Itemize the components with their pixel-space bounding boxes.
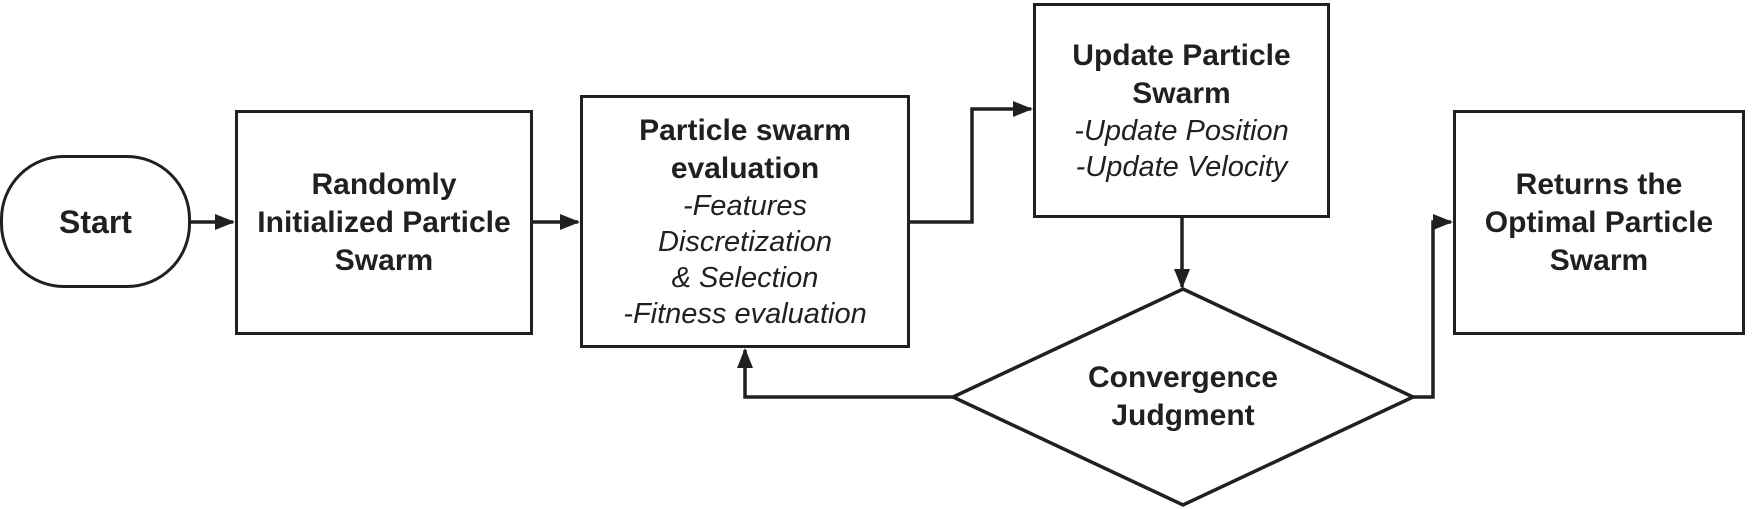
node-title-line: Swarm (1549, 243, 1649, 277)
node-detail-line: -Update Position (1074, 114, 1289, 147)
start-label: Start (59, 203, 132, 240)
node-update-particle-swarm: Update Particle Swarm -Update Position -… (1033, 3, 1330, 218)
decision-diamond-shape (948, 287, 1418, 507)
node-particle-swarm-evaluation: Particle swarm evaluation -Features Disc… (580, 95, 910, 348)
node-title-line: Optimal Particle (1484, 205, 1714, 239)
node-title-line: Returns the (1515, 167, 1683, 201)
node-detail-line: & Selection (671, 261, 819, 294)
node-start: Start (0, 155, 191, 288)
node-detail-line: -Fitness evaluation (623, 297, 867, 330)
node-detail-line: -Update Velocity (1075, 150, 1288, 183)
node-randomly-initialized: Randomly Initialized Particle Swarm (235, 110, 533, 335)
node-title-line: Initialized Particle (257, 205, 511, 239)
node-detail-line: -Features (682, 189, 808, 222)
edge-convergence-to-evaluation (737, 348, 953, 399)
node-convergence-judgment: Convergence Judgment (1013, 352, 1353, 442)
node-title-line: Swarm (1132, 76, 1231, 110)
node-title-line: Update Particle (1072, 38, 1291, 72)
node-title-line: Judgment (1111, 399, 1255, 432)
node-title-line: Randomly (311, 167, 457, 201)
node-title-line: Particle swarm (639, 113, 851, 147)
node-title-line: Convergence (1087, 361, 1279, 394)
edge-evaluation-to-update (908, 101, 1033, 224)
node-title-line: evaluation (670, 151, 820, 185)
node-returns-optimal: Returns the Optimal Particle Swarm (1453, 110, 1745, 335)
node-title-line: Swarm (334, 243, 434, 277)
edge-convergence-to-returns (1413, 214, 1453, 399)
node-detail-line: Discretization (657, 225, 833, 258)
